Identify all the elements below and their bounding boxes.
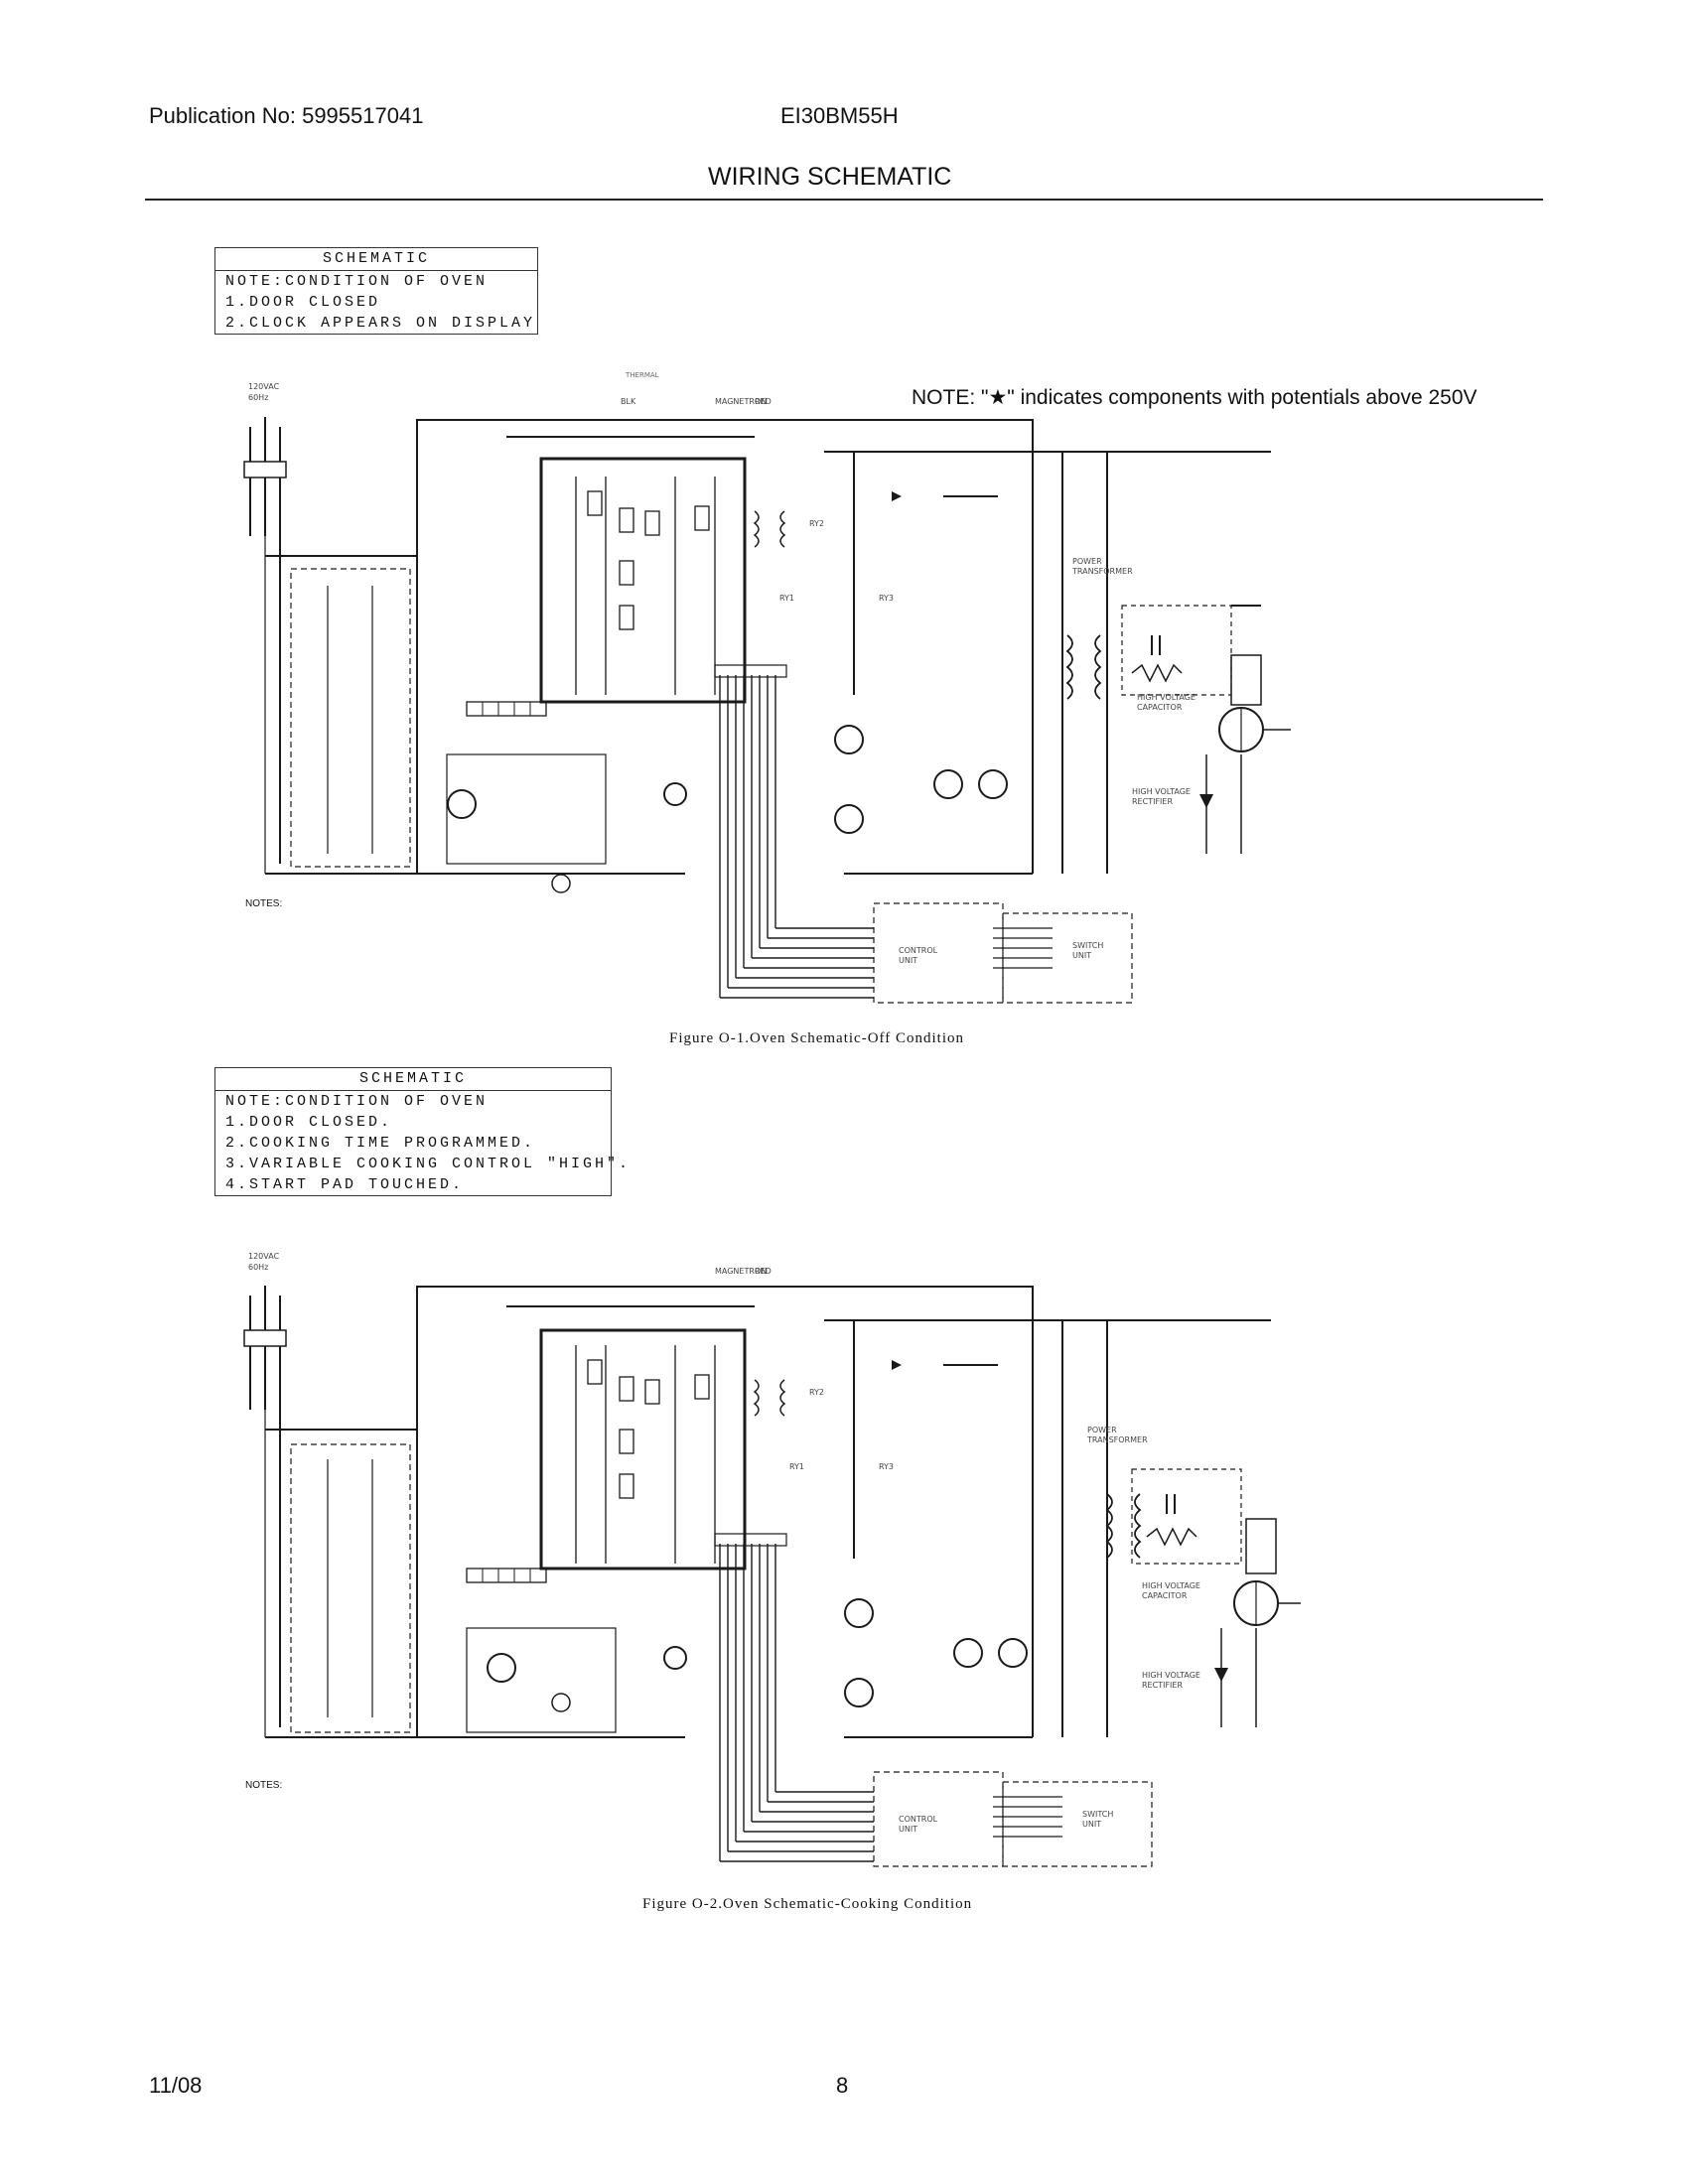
svg-text:SWITCH: SWITCH	[1072, 941, 1103, 950]
note-line: NOTE:CONDITION OF OVEN	[225, 1093, 489, 1110]
schematic-note-box-off: SCHEMATIC NOTE:CONDITION OF OVEN 1.DOOR …	[214, 247, 538, 335]
svg-text:TRANSFORMER: TRANSFORMER	[1071, 567, 1133, 576]
svg-text:UNIT: UNIT	[899, 956, 917, 965]
model-number: EI30BM55H	[780, 103, 899, 128]
note-line: NOTE:CONDITION OF OVEN	[225, 273, 489, 290]
svg-text:SWITCH: SWITCH	[1082, 1810, 1113, 1819]
note-line: 2.CLOCK APPEARS ON DISPLAY	[225, 315, 536, 332]
schematic-cooking-condition	[243, 1286, 1301, 1867]
note-box-heading: SCHEMATIC	[215, 1068, 611, 1091]
high-voltage-note: NOTE: "★" indicates components with pote…	[912, 386, 1477, 409]
svg-text:RY2: RY2	[809, 519, 824, 528]
svg-text:TRANSFORMER: TRANSFORMER	[1086, 1435, 1148, 1444]
svg-text:RED: RED	[755, 397, 772, 406]
note-line: 2.COOKING TIME PROGRAMMED.	[225, 1135, 536, 1152]
note-line: 1.DOOR CLOSED	[225, 294, 381, 311]
svg-text:RY1: RY1	[779, 594, 794, 603]
svg-text:RECTIFIER: RECTIFIER	[1142, 1681, 1183, 1690]
title-divider	[145, 199, 1543, 201]
svg-text:CONTROL: CONTROL	[899, 946, 938, 955]
page-number: 8	[836, 2073, 849, 2098]
svg-text:UNIT: UNIT	[1072, 951, 1091, 960]
footer-date: 11/08	[149, 2073, 203, 2098]
svg-text:THERMAL: THERMAL	[625, 371, 659, 379]
svg-text:60Hz: 60Hz	[248, 1263, 268, 1272]
svg-text:HIGH VOLTAGE: HIGH VOLTAGE	[1142, 1671, 1200, 1680]
figure-caption-cooking: Figure O-2.Oven Schematic-Cooking Condit…	[642, 1896, 973, 1912]
svg-text:CAPACITOR: CAPACITOR	[1137, 703, 1183, 712]
svg-text:POWER: POWER	[1087, 1426, 1117, 1434]
schematic-note-box-cooking: SCHEMATIC NOTE:CONDITION OF OVEN 1.DOOR …	[214, 1067, 632, 1196]
figure-caption-off: Figure O-1.Oven Schematic-Off Condition	[669, 1030, 965, 1046]
notes-heading: NOTES:	[245, 898, 283, 909]
note-line: 4.START PAD TOUCHED.	[225, 1176, 465, 1193]
svg-text:UNIT: UNIT	[1082, 1820, 1101, 1829]
svg-text:HIGH VOLTAGE: HIGH VOLTAGE	[1137, 693, 1196, 702]
note-line: 3.VARIABLE COOKING CONTROL "HIGH".	[225, 1156, 632, 1172]
svg-text:60Hz: 60Hz	[248, 393, 268, 402]
svg-text:UNIT: UNIT	[899, 1825, 917, 1834]
svg-text:CAPACITOR: CAPACITOR	[1142, 1591, 1188, 1600]
svg-text:120VAC: 120VAC	[248, 1252, 280, 1261]
svg-text:120VAC: 120VAC	[248, 382, 280, 391]
svg-text:RECTIFIER: RECTIFIER	[1132, 797, 1173, 806]
svg-text:BLK: BLK	[621, 397, 636, 406]
svg-text:RY3: RY3	[879, 594, 894, 603]
note-line: 1.DOOR CLOSED.	[225, 1114, 393, 1131]
svg-text:RY2: RY2	[809, 1388, 824, 1397]
svg-text:RY1: RY1	[789, 1462, 804, 1471]
svg-text:HIGH VOLTAGE: HIGH VOLTAGE	[1142, 1581, 1200, 1590]
svg-text:MAGNETRON: MAGNETRON	[715, 1267, 767, 1276]
svg-text:HIGH VOLTAGE: HIGH VOLTAGE	[1132, 787, 1191, 796]
svg-text:RED: RED	[755, 1267, 772, 1276]
svg-text:MAGNETRON: MAGNETRON	[715, 397, 767, 406]
svg-text:CONTROL: CONTROL	[899, 1815, 938, 1824]
svg-text:POWER: POWER	[1072, 557, 1102, 566]
publication-number: Publication No: 5995517041	[149, 103, 424, 128]
note-box-heading: SCHEMATIC	[215, 248, 537, 271]
svg-text:RY3: RY3	[879, 1462, 894, 1471]
notes-heading: NOTES:	[245, 1780, 283, 1791]
schematic-off-condition	[243, 417, 1291, 1004]
page-title: WIRING SCHEMATIC	[708, 163, 952, 191]
